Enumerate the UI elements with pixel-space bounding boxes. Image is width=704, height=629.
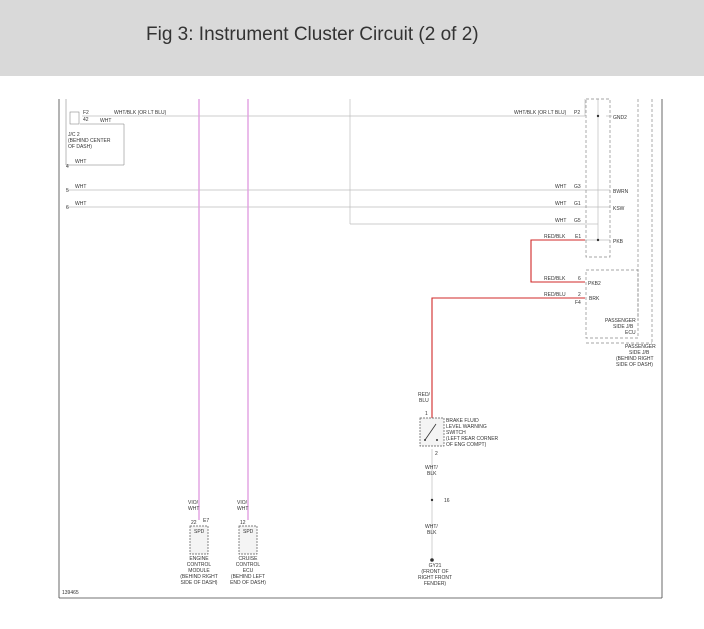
label-gnd2: GND2: [613, 115, 627, 121]
label-pin-g1: G1: [574, 201, 581, 207]
circuit-diagram: WHT/BLK (OR LT BLU) F2 42 WHT J/C 2 (BEH…: [58, 98, 663, 599]
label-pin-f2: F2: [83, 110, 89, 116]
label-brk: BRK: [589, 296, 600, 302]
label-ksw: KSW: [613, 206, 625, 212]
label-gy21-1: GY21: [429, 563, 442, 569]
label-top-left-wire: WHT/BLK (OR LT BLU): [114, 110, 167, 116]
junction-connector-jc2: [65, 99, 125, 166]
signal-wires: [66, 99, 612, 241]
label-pin-g5: G5: [574, 218, 581, 224]
label-wht-g3: WHT: [555, 184, 566, 190]
label-wht-g1: WHT: [555, 201, 566, 207]
label-pin-12: 12: [240, 520, 246, 526]
speed-signal-wires: [198, 99, 249, 520]
figure-title: Fig 3: Instrument Cluster Circuit (2 of …: [146, 24, 479, 45]
label-cc-5: END OF DASH): [230, 580, 266, 586]
label-brake-4: (LEFT REAR CORNER: [446, 436, 499, 442]
terminal-dots: [430, 114, 600, 562]
label-wht-g5: WHT: [555, 218, 566, 224]
figure-header: Fig 3: Instrument Cluster Circuit (2 of …: [0, 0, 704, 76]
label-gy21-3: RIGHT FRONT: [418, 575, 452, 581]
label-pin-5: 5: [66, 188, 69, 194]
label-cc-1: CRUISE: [239, 556, 259, 562]
diagram-labels: WHT/BLK (OR LT BLU) F2 42 WHT J/C 2 (BEH…: [62, 110, 656, 596]
label-vio-2: VIO/: [237, 500, 248, 506]
label-ecm-2: CONTROL: [187, 562, 212, 568]
label-ecm-4: (BEHIND RIGHT: [180, 574, 218, 580]
label-ecm-5: SIDE OF DASH): [181, 580, 218, 586]
label-pin-e1: E1: [575, 234, 581, 240]
label-pin-42: 42: [83, 117, 89, 123]
label-blu-1: BLU: [419, 398, 429, 404]
label-jc2: J/C 2: [68, 132, 80, 138]
label-wht-5: WHT: [75, 184, 86, 190]
label-whtblk-2: WHT/: [425, 524, 438, 530]
label-pin-6: 6: [66, 205, 69, 211]
label-brake-5: OF ENG COMPT): [446, 442, 487, 448]
label-pin-p2: P2: [574, 110, 580, 116]
label-brake-3: SWITCH: [446, 430, 466, 436]
label-passenger-ecu-3: ECU: [625, 330, 636, 336]
label-brake-1: BRAKE FLUID: [446, 418, 479, 424]
label-pin-e7: E7: [203, 518, 209, 524]
label-gy21-4: FENDER): [424, 581, 447, 587]
brake-fluid-switch: [419, 417, 445, 447]
label-of-dash: OF DASH): [68, 144, 92, 150]
label-pkb: PKB: [613, 239, 624, 245]
cruise-control-ecu-connector: [238, 525, 258, 555]
label-pin-16: 16: [444, 498, 450, 504]
label-wht-4: WHT: [75, 159, 86, 165]
label-passenger-jb-3: (BEHIND RIGHT: [616, 356, 654, 362]
label-red-1: RED/: [418, 392, 431, 398]
label-spd-1: SPD: [194, 529, 205, 535]
label-redblk-1: RED/BLK: [544, 234, 566, 240]
label-pin-2c: 2: [435, 451, 438, 457]
label-vio-1b: WHT: [188, 506, 199, 512]
label-ecm-1: ENGINE: [189, 556, 209, 562]
label-pin-2b: 2: [578, 292, 581, 298]
diagram-frame: [58, 99, 663, 599]
passenger-side-jb-outline: [585, 98, 653, 344]
label-whtblk-2b: BLK: [427, 530, 437, 536]
label-wht-6: WHT: [75, 201, 86, 207]
label-passenger-ecu-1: PASSENGER: [605, 318, 636, 324]
label-vio-1: VIO/: [188, 500, 199, 506]
label-figure-number: 139465: [62, 590, 79, 596]
brake-warning-wires: [431, 239, 585, 418]
label-top-right-wire: WHT/BLK (OR LT BLU): [514, 110, 567, 116]
label-redblu-1: RED/BLU: [544, 292, 566, 298]
label-bwrn: BWRN: [613, 189, 629, 195]
label-pin-g3: G3: [574, 184, 581, 190]
label-cc-2: CONTROL: [236, 562, 261, 568]
label-whtblk-1b: BLK: [427, 471, 437, 477]
engine-control-module-connector: [189, 525, 209, 555]
label-spd-2: SPD: [243, 529, 254, 535]
label-gy21-2: (FRONT OF: [421, 569, 448, 575]
label-vio-2b: WHT: [237, 506, 248, 512]
label-pin-22: 22: [191, 520, 197, 526]
label-redblk-2: RED/BLK: [544, 276, 566, 282]
label-cc-4: (BEHIND LEFT: [231, 574, 265, 580]
label-cc-3: ECU: [243, 568, 254, 574]
label-passenger-jb-4: SIDE OF DASH): [616, 362, 653, 368]
label-passenger-ecu-2: SIDE J/B: [613, 324, 634, 330]
label-wht-a: WHT: [100, 118, 111, 124]
label-behind-center: (BEHIND CENTER: [68, 138, 111, 144]
label-pin-f4: F4: [575, 300, 581, 306]
label-whtblk-1: WHT/: [425, 465, 438, 471]
label-passenger-jb-2: SIDE J/B: [629, 350, 650, 356]
label-pin-6b: 6: [578, 276, 581, 282]
label-pin-1: 1: [425, 411, 428, 417]
label-passenger-jb-1: PASSENGER: [625, 344, 656, 350]
label-pkb2: PKB2: [588, 281, 601, 287]
label-brake-2: LEVEL WARNING: [446, 424, 487, 430]
label-ecm-3: MODULE: [188, 568, 210, 574]
label-pin-4: 4: [66, 164, 69, 170]
